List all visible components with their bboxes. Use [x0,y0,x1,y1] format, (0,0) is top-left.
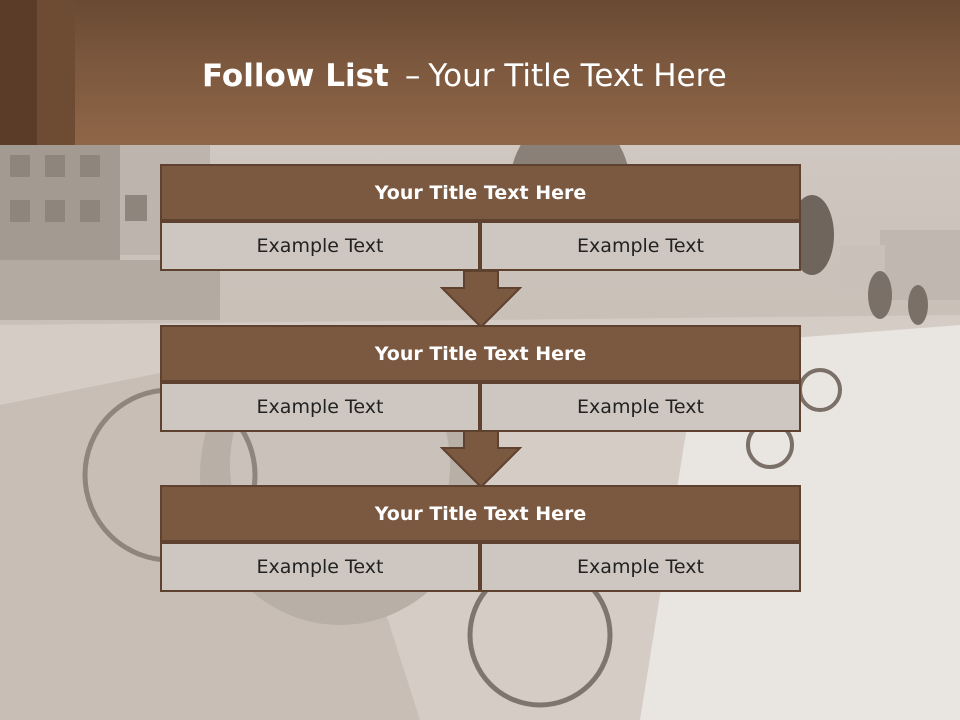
step-cell-right: Example Text [480,542,801,592]
step-cell-right: Example Text [480,382,801,432]
title-bold: Follow List [202,58,389,94]
step-cell-right: Example Text [480,221,801,271]
header-band: Follow List–Your Title Text Here [0,0,960,145]
step-heading: Your Title Text Here [160,325,801,382]
step-cell-left: Example Text [160,221,480,271]
step-cell-left: Example Text [160,542,480,592]
step-cell-left: Example Text [160,382,480,432]
header-accent-strip [0,0,37,145]
step-heading: Your Title Text Here [160,164,801,221]
step-heading: Your Title Text Here [160,485,801,542]
down-arrow-icon [440,271,522,329]
header-accent-strip [37,0,75,145]
slide-title: Follow List–Your Title Text Here [202,56,727,96]
title-text: Your Title Text Here [428,58,727,94]
title-separator: – [404,58,421,94]
down-arrow-icon [440,431,522,489]
